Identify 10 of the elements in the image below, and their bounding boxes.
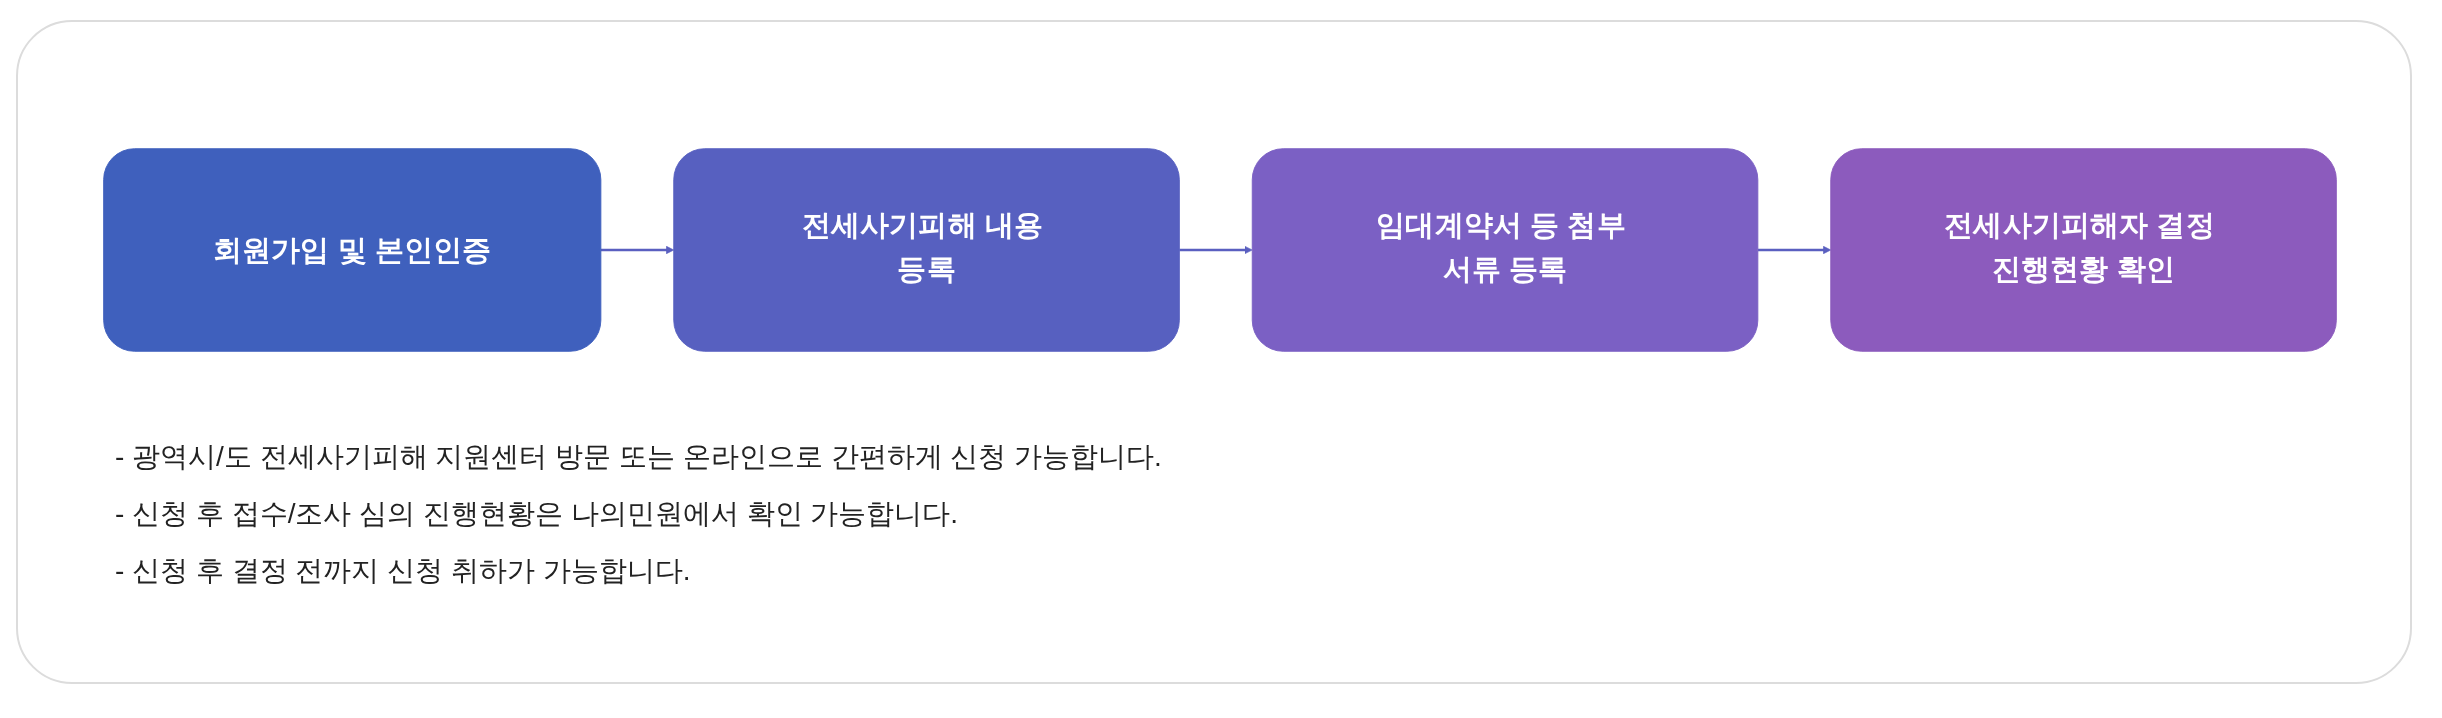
note-text: - 신청 후 결정 전까지 신청 취하가 가능합니다.	[115, 554, 692, 588]
node-box: 전세사기피해자 결정 진행현황 확인	[1830, 148, 2337, 352]
arrow	[600, 246, 675, 254]
node-box: 전세사기피해 내용 등록	[673, 148, 1180, 352]
node-box: 회원가입 및 본인인증	[103, 148, 602, 352]
node-box: 임대계약서 등 첨부 서류 등록	[1251, 148, 1759, 352]
arrow	[1757, 246, 1832, 254]
arrow	[1179, 246, 1253, 254]
note-text: - 광역시/도 전세사기피해 지원센터 방문 또는 온라인으로 간편하게 신청 가능합니다.	[115, 440, 1162, 474]
note-text: - 신청 후 접수/조사 심의 진행현황은 나의민원에서 확인 가능합니다.	[115, 497, 960, 531]
